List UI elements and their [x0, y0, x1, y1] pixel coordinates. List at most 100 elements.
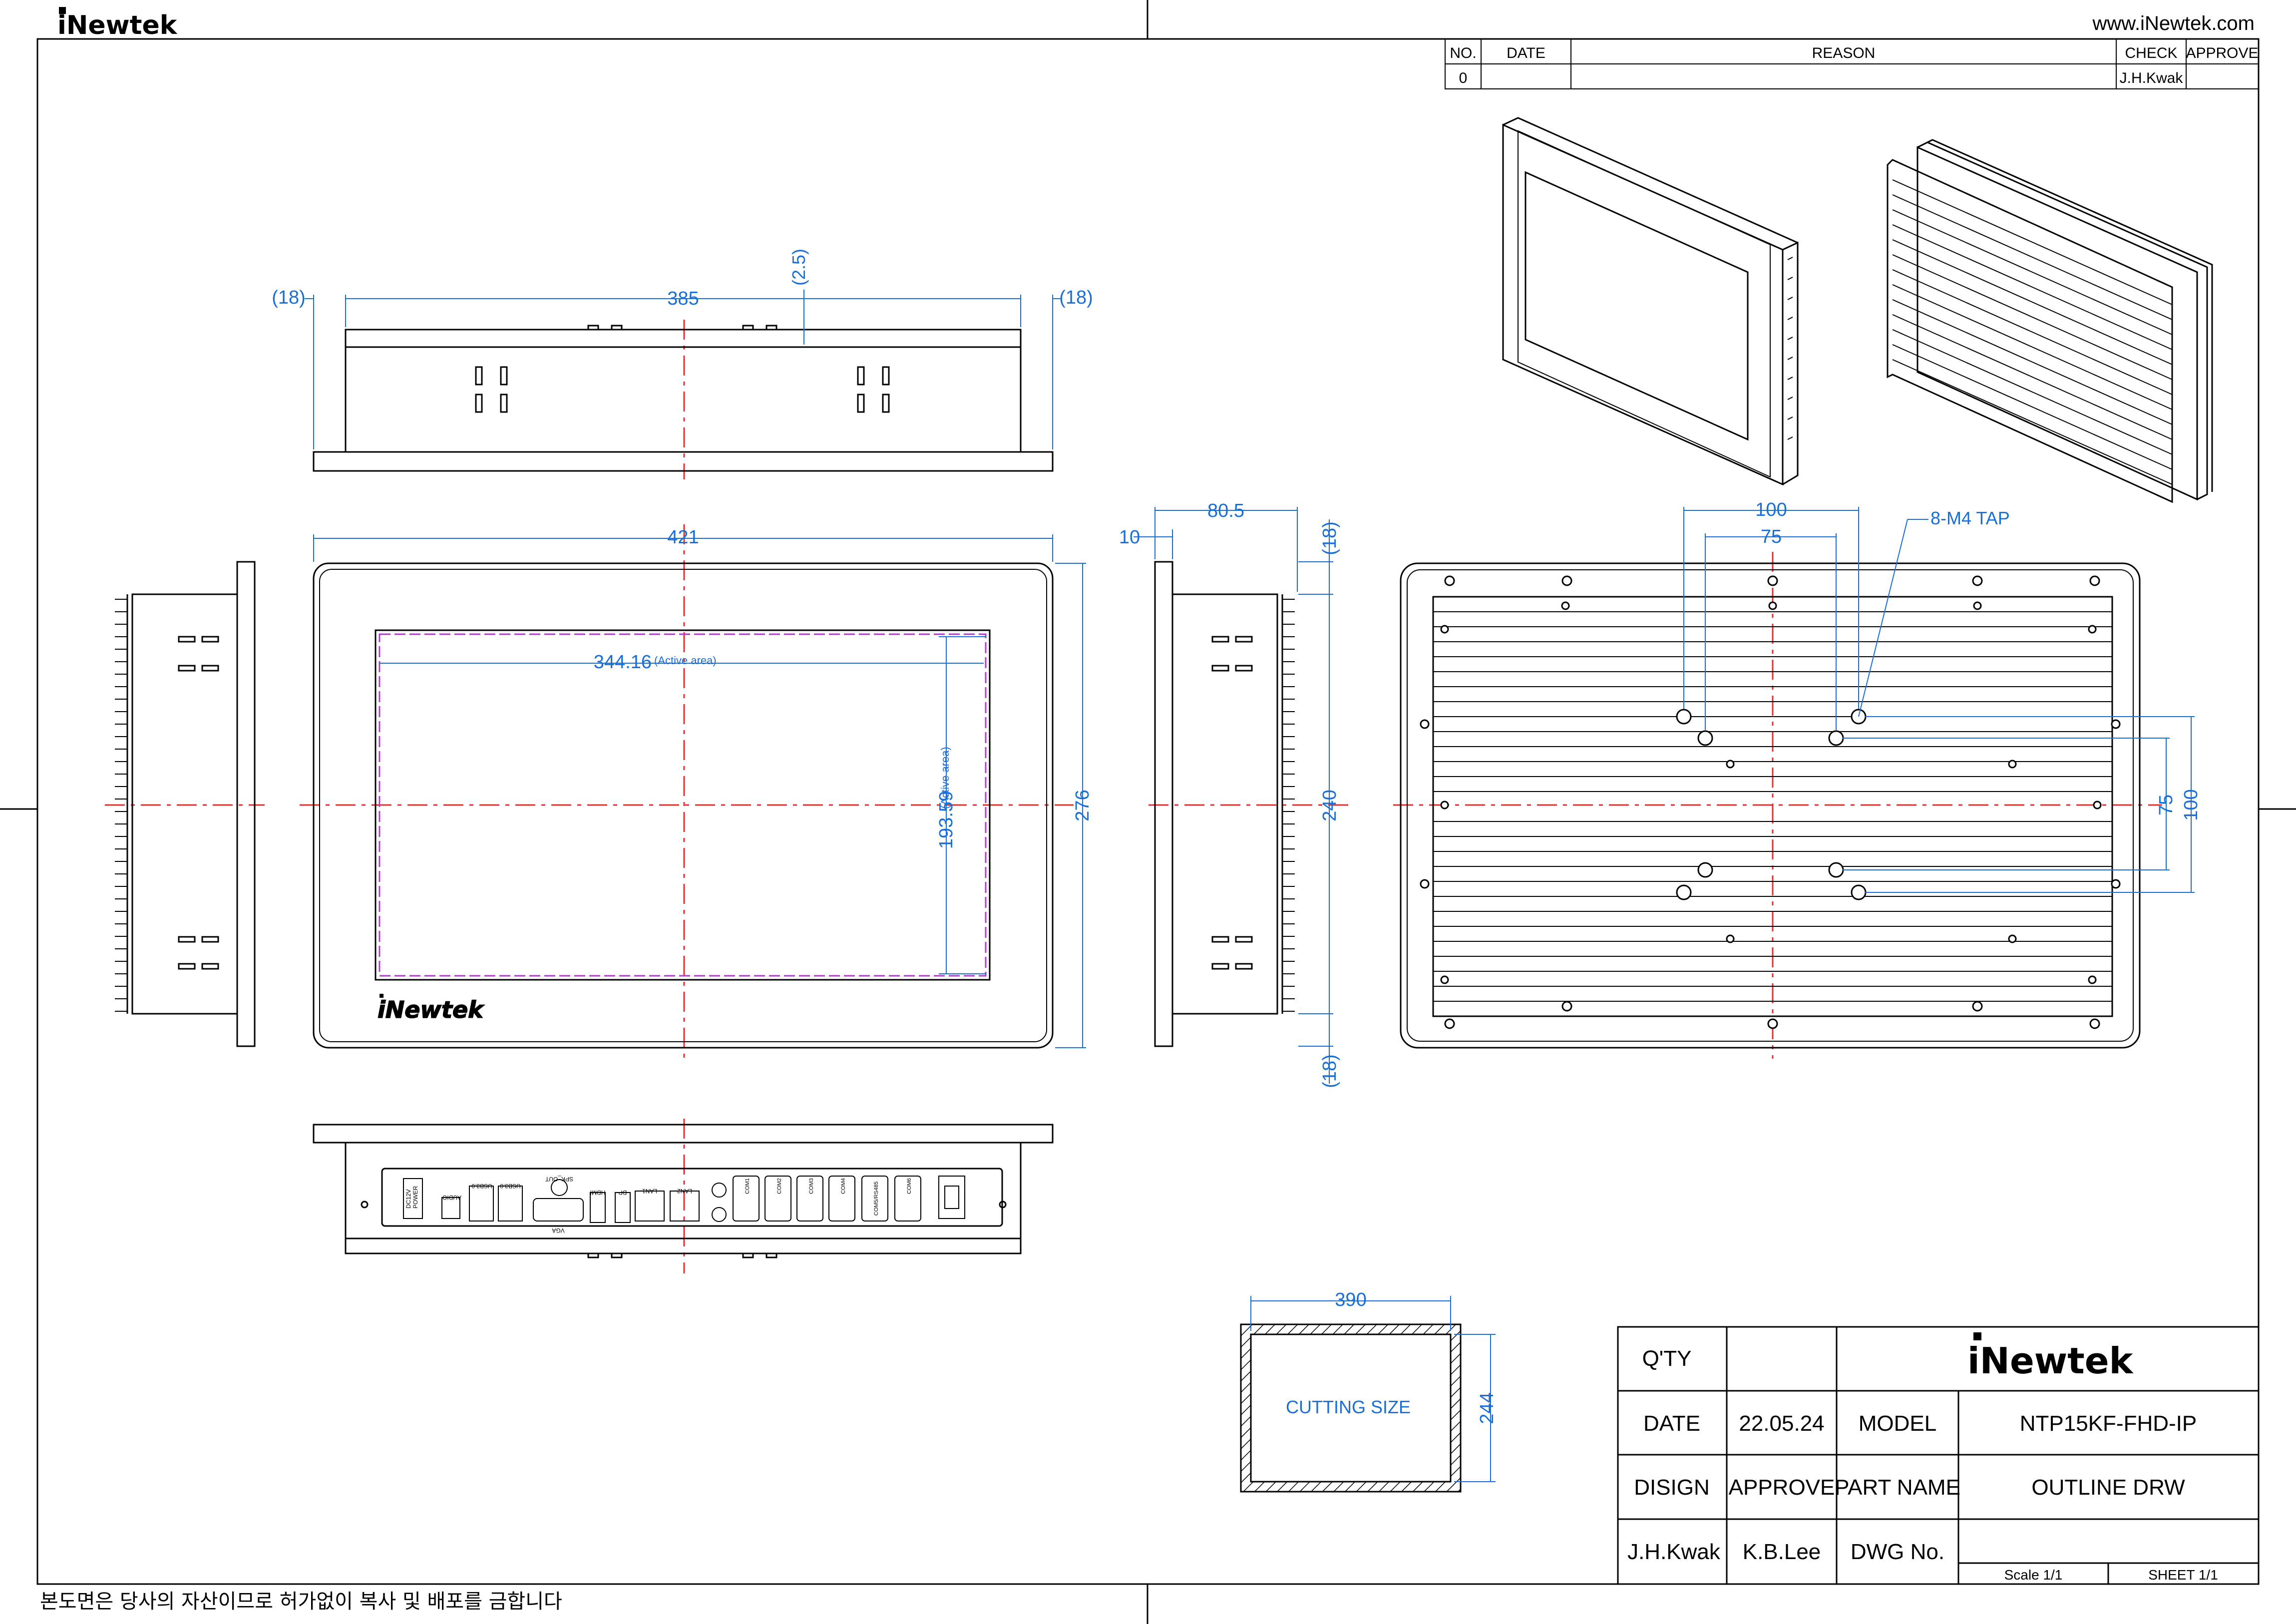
front-dim-width: 421: [667, 527, 699, 548]
top-dim-width: 385: [667, 288, 699, 309]
cutout-dimensions: [1250, 1296, 1496, 1482]
website-label: www.iNewtek.com: [2092, 12, 2255, 34]
spk-out-jack: [551, 1179, 568, 1196]
cutout-dim-height: 244: [1477, 1392, 1498, 1424]
active-height-note: (Active area): [939, 747, 951, 809]
tb-date-value: 22.05.24: [1739, 1411, 1824, 1436]
rear-fins: [1433, 611, 2112, 1002]
com5-port: [861, 1176, 888, 1221]
svg-text:POWER: POWER: [412, 1186, 419, 1209]
svg-text:DP: DP: [619, 1189, 627, 1196]
rev-row-check: J.H.Kwak: [2120, 70, 2184, 86]
side-dim-bezel: 10: [1119, 527, 1140, 548]
rev-header-no: NO.: [1450, 45, 1476, 61]
rev-row-no: 0: [1459, 70, 1468, 86]
svg-text:USB3.0: USB3.0: [500, 1183, 521, 1190]
svg-text:iNewtek: iNewtek: [1967, 1340, 2134, 1382]
usb3-port-2: [498, 1186, 523, 1221]
right-side-dimensions: [1134, 507, 1333, 1084]
svg-text:COM4: COM4: [840, 1178, 846, 1194]
audio-jack: [441, 1197, 460, 1219]
tb-qty-label: Q'TY: [1642, 1346, 1692, 1371]
com4-port: [828, 1176, 855, 1221]
side-dim-height: 240: [1319, 790, 1340, 821]
isometric-front-view: [1502, 117, 1799, 486]
top-dim-right: (18): [1059, 287, 1093, 308]
svg-text:USB3.0: USB3.0: [471, 1183, 492, 1190]
dc-power-connector: [403, 1178, 423, 1219]
brand-logo-header: iNewtek: [57, 7, 178, 40]
tb-partname-value: OUTLINE DRW: [2031, 1475, 2185, 1500]
tb-sheet: SHEET 1/1: [2148, 1567, 2218, 1583]
rear-tap-label: 8-M4 TAP: [1930, 508, 2010, 528]
rear-dim-outer: 100: [1755, 499, 1787, 520]
side-dim-bottom: (18): [1319, 1054, 1340, 1088]
lan2-port: [670, 1191, 700, 1221]
svg-text:COM6: COM6: [906, 1178, 912, 1194]
rev-header-date: DATE: [1507, 45, 1545, 61]
front-logo: iNewtek: [377, 994, 485, 1024]
svg-text:VGA: VGA: [552, 1227, 564, 1234]
cutout-dim-width: 390: [1335, 1289, 1366, 1310]
io-view: [313, 1124, 1054, 1258]
active-width-label: 344.16: [594, 652, 652, 673]
svg-text:COM2: COM2: [776, 1178, 782, 1194]
isometric-rear-view: [1887, 139, 2213, 503]
tb-model-value: NTP15KF-FHD-IP: [2020, 1411, 2197, 1436]
rear-dim-v-outer: 100: [2181, 789, 2202, 820]
right-side-fins: [1282, 599, 1295, 1012]
tb-partname-label: PART NAME: [1835, 1475, 1960, 1500]
svg-text:COM3: COM3: [808, 1178, 814, 1194]
cutout-label: CUTTING SIZE: [1286, 1397, 1411, 1417]
front-dim-height: 276: [1072, 790, 1093, 821]
com3-port: [796, 1176, 823, 1221]
rev-header-reason: REASON: [1812, 45, 1876, 61]
copyright-notice: 본도면은 당사의 자산이므로 허가없이 복사 및 배포를 금합니다: [40, 1590, 562, 1613]
com2-port: [765, 1176, 791, 1221]
active-area: [379, 633, 987, 977]
rear-view: [1400, 562, 2141, 1049]
power-switch: [938, 1176, 965, 1219]
tb-model-label: MODEL: [1859, 1411, 1936, 1436]
vga-port: [533, 1198, 584, 1221]
rear-dim-inner: 75: [1761, 526, 1782, 547]
side-dim-depth: 80.5: [1207, 500, 1244, 521]
svg-text:LAN2: LAN2: [677, 1188, 692, 1195]
lan1-port: [635, 1191, 665, 1221]
right-side-view: [1154, 561, 1283, 1047]
front-view: [313, 562, 1054, 1049]
rear-dim-v-inner: 75: [2156, 795, 2177, 815]
dp-port: [615, 1192, 631, 1223]
rear-screw-holes: [1420, 575, 2121, 1029]
hdmi-port: [590, 1192, 606, 1223]
io-ports: [403, 1176, 965, 1223]
tb-brand-logo: iNewtek: [1967, 1332, 2134, 1382]
rev-header-check: CHECK: [2125, 45, 2177, 61]
usb3-port-1: [469, 1186, 494, 1221]
svg-text:COM1: COM1: [745, 1178, 751, 1194]
tb-dwg-label: DWG No.: [1851, 1540, 1944, 1564]
io-labels: DC12V POWER AUDIO USB3.0 USB3.0 SPK_OUT …: [405, 1176, 912, 1234]
svg-text:COM5/RS485: COM5/RS485: [873, 1182, 879, 1216]
active-height-label: 193.59: [936, 791, 957, 849]
com6-port: [894, 1176, 921, 1221]
side-dim-top: (18): [1319, 521, 1340, 555]
top-dim-left: (18): [272, 287, 306, 308]
revision-table: NO. DATE REASON CHECK APPROVE 0 J.H.Kwak: [1445, 38, 2259, 89]
com1-port: [733, 1176, 760, 1221]
left-side-view: [126, 561, 256, 1047]
svg-text:SPK_OUT: SPK_OUT: [545, 1176, 573, 1183]
active-width-note: (Active area): [654, 654, 717, 667]
svg-text:LAN1: LAN1: [642, 1188, 657, 1195]
tb-designer: J.H.Kwak: [1627, 1540, 1721, 1564]
top-dim-gap: (2.5): [788, 249, 809, 286]
tb-approve-label: APPROVE: [1729, 1475, 1835, 1500]
rear-dimensions: [1683, 507, 2195, 893]
centerlines: [105, 320, 2162, 1273]
tb-scale: Scale 1/1: [2004, 1567, 2063, 1583]
title-block: [1617, 1326, 2260, 1585]
svg-text:iNewtek: iNewtek: [57, 10, 178, 40]
svg-text:HDMI: HDMI: [590, 1189, 606, 1196]
